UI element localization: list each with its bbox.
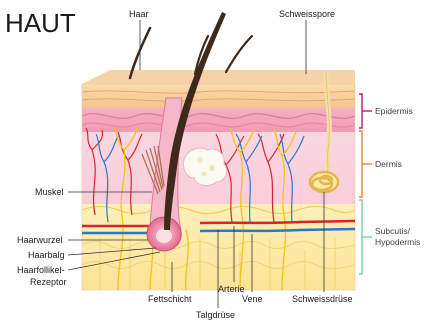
label-haarfollikel: Haarfollikel- xyxy=(17,265,65,275)
subcutis-layer xyxy=(82,204,355,290)
label-schweisspore: Schweisspore xyxy=(279,9,335,19)
label-vene: Vene xyxy=(242,294,263,304)
skin-surface-top xyxy=(82,70,355,84)
label-fettschicht: Fettschicht xyxy=(148,294,192,304)
papillary-layer xyxy=(82,108,355,132)
label-haarbalg: Haarbalg xyxy=(28,250,65,260)
label-dermis: Dermis xyxy=(375,159,402,169)
label-haar: Haar xyxy=(129,9,149,19)
label-rezeptor: Rezeptor xyxy=(30,277,67,287)
layer-brackets xyxy=(359,94,372,274)
label-epidermis: Epidermis xyxy=(375,106,413,116)
label-talgdruese: Talgdrüse xyxy=(196,310,235,320)
label-hypodermis: Hypodermis xyxy=(375,237,420,247)
label-subcutis: Subcutis/ xyxy=(375,226,411,236)
label-haarwurzel: Haarwurzel xyxy=(17,235,63,245)
label-muskel: Muskel xyxy=(35,187,64,197)
page-title: HAUT xyxy=(5,8,76,38)
label-arterie: Arterie xyxy=(218,284,245,294)
epidermis-band xyxy=(82,84,355,108)
label-schweissdruese: Schweissdrüse xyxy=(292,294,353,304)
